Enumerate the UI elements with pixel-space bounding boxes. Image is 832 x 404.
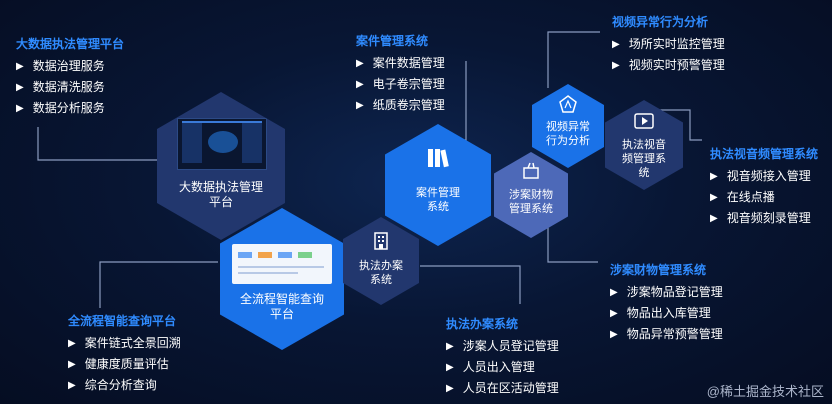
hex-case-handling-label-1: 执法办案: [359, 260, 403, 272]
arrow-icon: ▶: [612, 60, 620, 71]
list-item: ▶数据分析服务: [16, 98, 124, 119]
arrow-icon: ▶: [68, 359, 76, 370]
arrow-icon: ▶: [356, 100, 364, 111]
pentagon-icon: [558, 94, 578, 114]
arrow-icon: ▶: [16, 61, 24, 72]
hex-workflow-label-1: 全流程智能查询: [239, 292, 324, 306]
arrow-icon: ▶: [446, 383, 454, 394]
block-property-management: 涉案财物管理系统 ▶涉案物品登记管理 ▶物品出入库管理 ▶物品异常预警管理: [610, 262, 723, 345]
list-item: ▶综合分析查询: [68, 375, 181, 396]
arrow-icon: ▶: [68, 338, 76, 349]
arrow-icon: ▶: [610, 287, 618, 298]
hex-big-data-label-1: 大数据执法管理: [178, 180, 263, 194]
block-property-title: 涉案财物管理系统: [610, 263, 707, 277]
hex-av-management[interactable]: 执法视音 频管理系 统: [605, 100, 683, 190]
block-big-data-platform: 大数据执法管理平台 ▶数据治理服务 ▶数据清洗服务 ▶数据分析服务: [16, 36, 124, 119]
hex-case-mgmt-label-2: 系统: [427, 201, 449, 213]
block-case-management: 案件管理系统 ▶案件数据管理 ▶电子卷宗管理 ▶纸质卷宗管理: [356, 33, 445, 116]
list-item: ▶物品异常预警管理: [610, 324, 723, 345]
arrow-icon: ▶: [610, 329, 618, 340]
books-icon: [425, 146, 451, 170]
watermark: @稀土掘金技术社区: [706, 384, 824, 399]
connector-workflow: [99, 261, 218, 308]
hex-big-data-platform[interactable]: 大数据执法管理 平台: [157, 92, 285, 240]
list-item: ▶数据清洗服务: [16, 77, 124, 98]
arrow-icon: ▶: [16, 103, 24, 114]
block-case-mgmt-title: 案件管理系统: [356, 34, 429, 48]
block-big-data-title: 大数据执法管理平台: [16, 37, 125, 51]
arrow-icon: ▶: [68, 380, 76, 391]
arrow-icon: ▶: [710, 171, 718, 182]
video-play-icon: [633, 112, 655, 130]
connector-av-mgmt: [656, 109, 702, 141]
arrow-icon: ▶: [356, 58, 364, 69]
arrow-icon: ▶: [710, 213, 718, 224]
building-icon: [371, 231, 391, 251]
list-item: ▶场所实时监控管理: [612, 34, 725, 55]
list-item: ▶数据治理服务: [16, 56, 124, 77]
list-item: ▶人员在区活动管理: [446, 378, 559, 399]
block-video-anomaly: 视频异常行为分析 ▶场所实时监控管理 ▶视频实时预警管理: [612, 14, 725, 76]
arrow-icon: ▶: [16, 82, 24, 93]
arrow-icon: ▶: [356, 79, 364, 90]
block-case-handling-title: 执法办案系统: [446, 317, 519, 331]
list-item: ▶物品出入库管理: [610, 303, 723, 324]
list-item: ▶视频实时预警管理: [612, 55, 725, 76]
hex-case-handling-label-2: 系统: [370, 274, 392, 286]
hex-video-anomaly[interactable]: 视频异常 行为分析: [532, 84, 604, 168]
hex-av-label-1: 执法视音: [622, 139, 666, 151]
hex-workflow-label-2: 平台: [269, 307, 294, 321]
list-item: ▶案件链式全景回溯: [68, 333, 181, 354]
list-item: ▶视音频接入管理: [710, 166, 818, 187]
block-video-title: 视频异常行为分析: [612, 15, 709, 29]
hex-video-label-2: 行为分析: [546, 135, 590, 147]
hex-big-data-label-2: 平台: [208, 195, 233, 209]
block-workflow-platform: 全流程智能查询平台 ▶案件链式全景回溯 ▶健康度质量评估 ▶综合分析查询: [68, 313, 181, 396]
list-item: ▶人员出入管理: [446, 357, 559, 378]
list-item: ▶健康度质量评估: [68, 354, 181, 375]
arrow-icon: ▶: [446, 341, 454, 352]
workflow-thumbnail: [232, 244, 332, 284]
connector-case-handling: [420, 265, 521, 304]
block-av-management: 执法视音频管理系统 ▶视音频接入管理 ▶在线点播 ▶视音频刻录管理: [710, 146, 818, 229]
list-item: ▶视音频刻录管理: [710, 208, 818, 229]
block-workflow-title: 全流程智能查询平台: [68, 314, 177, 328]
connector-video-anomaly: [547, 31, 600, 88]
list-item: ▶纸质卷宗管理: [356, 95, 445, 116]
arrow-icon: ▶: [612, 39, 620, 50]
box-icon: [521, 162, 541, 180]
list-item: ▶案件数据管理: [356, 53, 445, 74]
list-item: ▶涉案物品登记管理: [610, 282, 723, 303]
list-item: ▶电子卷宗管理: [356, 74, 445, 95]
list-item: ▶涉案人员登记管理: [446, 336, 559, 357]
arrow-icon: ▶: [446, 362, 454, 373]
dashboard-thumbnail: [177, 118, 267, 170]
arrow-icon: ▶: [710, 192, 718, 203]
hex-case-mgmt-label-1: 案件管理: [416, 187, 460, 199]
arrow-icon: ▶: [610, 308, 618, 319]
hex-av-label-3: 统: [638, 167, 650, 179]
block-av-title: 执法视音频管理系统: [710, 147, 819, 161]
list-item: ▶在线点播: [710, 187, 818, 208]
connector-big-data: [37, 127, 160, 161]
hex-property-label-1: 涉案财物: [509, 189, 553, 201]
hex-property-label-2: 管理系统: [509, 203, 553, 215]
hex-video-label-1: 视频异常: [546, 121, 590, 133]
block-case-handling: 执法办案系统 ▶涉案人员登记管理 ▶人员出入管理 ▶人员在区活动管理: [446, 316, 559, 399]
hex-av-label-2: 频管理系: [622, 153, 666, 165]
